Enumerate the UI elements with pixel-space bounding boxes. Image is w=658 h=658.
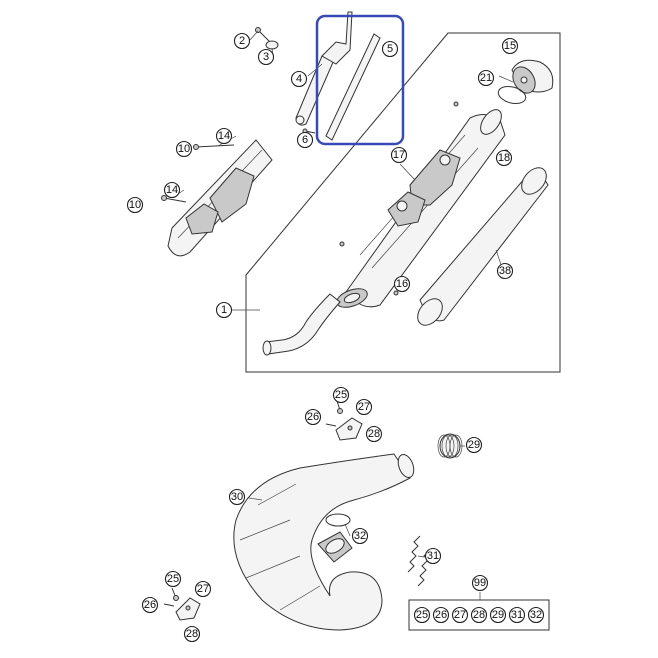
heat-shield-strap[interactable]	[325, 33, 381, 141]
svg-text:16: 16	[396, 278, 408, 290]
callout-15[interactable]: 15	[501, 37, 519, 55]
frame-bolts	[161, 144, 235, 203]
svg-text:99: 99	[474, 577, 486, 589]
kit-callout-26[interactable]: 26	[432, 606, 450, 624]
silencer-sleeve[interactable]	[413, 163, 552, 330]
kit-callout-25[interactable]: 25	[413, 606, 431, 624]
callout-25b[interactable]: 25	[164, 570, 182, 588]
kit-callout-32[interactable]: 32	[527, 606, 545, 624]
kit-callout-29[interactable]: 29	[489, 606, 507, 624]
silencer-assembly-frame	[245, 32, 561, 373]
callout-16[interactable]: 16	[393, 275, 411, 293]
svg-text:28: 28	[368, 428, 380, 440]
svg-text:10: 10	[129, 199, 141, 211]
callout-2[interactable]: 2	[233, 32, 251, 50]
callout-27a[interactable]: 27	[355, 398, 373, 416]
svg-text:25: 25	[335, 389, 347, 401]
svg-text:26: 26	[435, 609, 447, 621]
callout-25a[interactable]: 25	[332, 386, 350, 404]
highlight-selection[interactable]	[315, 14, 405, 146]
svg-text:26: 26	[144, 599, 156, 611]
svg-text:28: 28	[186, 628, 198, 640]
callout-29[interactable]: 29	[465, 436, 483, 454]
svg-text:38: 38	[499, 265, 511, 277]
svg-text:30: 30	[231, 491, 243, 503]
silencer-mount-bracket	[387, 149, 461, 227]
callout-6[interactable]: 6	[296, 131, 314, 149]
svg-text:26: 26	[307, 411, 319, 423]
callout-3[interactable]: 3	[257, 48, 275, 66]
callout-10a[interactable]: 10	[175, 140, 193, 158]
svg-text:3: 3	[263, 51, 269, 63]
callout-17[interactable]: 17	[390, 146, 408, 164]
o-ring	[497, 85, 527, 105]
spring-sleeve[interactable]	[437, 433, 463, 459]
svg-text:21: 21	[480, 72, 492, 84]
svg-text:1: 1	[221, 304, 227, 316]
callout-32a[interactable]: 32	[351, 527, 369, 545]
svg-text:29: 29	[468, 439, 480, 451]
svg-text:27: 27	[197, 583, 209, 595]
svg-text:17: 17	[393, 149, 405, 161]
callout-5[interactable]: 5	[381, 40, 399, 58]
svg-text:14: 14	[166, 184, 178, 196]
svg-text:32: 32	[354, 530, 366, 542]
callout-26a[interactable]: 26	[304, 408, 322, 426]
header-mount-upper	[325, 397, 363, 441]
svg-text:32: 32	[530, 609, 542, 621]
svg-text:4: 4	[296, 73, 302, 85]
callout-14b[interactable]: 14	[163, 181, 181, 199]
callout-28a[interactable]: 28	[365, 425, 383, 443]
bracket-hardware	[255, 11, 353, 134]
svg-text:29: 29	[492, 609, 504, 621]
callout-4[interactable]: 4	[290, 70, 308, 88]
exhaust-flange	[317, 531, 353, 563]
callout-18[interactable]: 18	[495, 149, 513, 167]
kit-callout-28[interactable]: 28	[470, 606, 488, 624]
callout-27b[interactable]: 27	[194, 580, 212, 598]
callout-26b[interactable]: 26	[141, 596, 159, 614]
kit-callout-row: 25 26 27 28 29 31 32	[413, 606, 545, 624]
header-gasket	[325, 513, 351, 527]
svg-text:25: 25	[416, 609, 428, 621]
leader-lines	[171, 30, 514, 600]
silencer-end-cap[interactable]	[508, 59, 554, 97]
callout-28b[interactable]: 28	[183, 625, 201, 643]
frame-tube	[167, 139, 273, 257]
callout-30[interactable]: 30	[228, 488, 246, 506]
callout-10b[interactable]: 10	[126, 196, 144, 214]
svg-text:28: 28	[473, 609, 485, 621]
svg-text:18: 18	[498, 152, 510, 164]
svg-text:15: 15	[504, 40, 516, 52]
header-mount-lower	[163, 587, 201, 621]
svg-text:2: 2	[239, 35, 245, 47]
svg-text:14: 14	[218, 130, 230, 142]
callout-31[interactable]: 31	[424, 547, 442, 565]
svg-text:6: 6	[302, 134, 308, 146]
callout-1[interactable]: 1	[215, 301, 233, 319]
kit-callout-31[interactable]: 31	[508, 606, 526, 624]
svg-text:27: 27	[358, 401, 370, 413]
exhaust-springs[interactable]	[407, 535, 431, 587]
svg-text:25: 25	[167, 573, 179, 585]
svg-text:5: 5	[387, 43, 393, 55]
header-pipe[interactable]	[233, 452, 417, 631]
svg-text:31: 31	[427, 550, 439, 562]
kit-callout-27[interactable]: 27	[451, 606, 469, 624]
callout-14a[interactable]: 14	[215, 127, 233, 145]
callout-21[interactable]: 21	[477, 69, 495, 87]
kit-contents-box	[408, 599, 550, 631]
svg-text:27: 27	[454, 609, 466, 621]
callout-38[interactable]: 38	[496, 262, 514, 280]
silencer-inlet-pipe	[262, 293, 341, 356]
svg-text:10: 10	[178, 143, 190, 155]
svg-text:31: 31	[511, 609, 523, 621]
callout-99[interactable]: 99	[471, 574, 489, 592]
